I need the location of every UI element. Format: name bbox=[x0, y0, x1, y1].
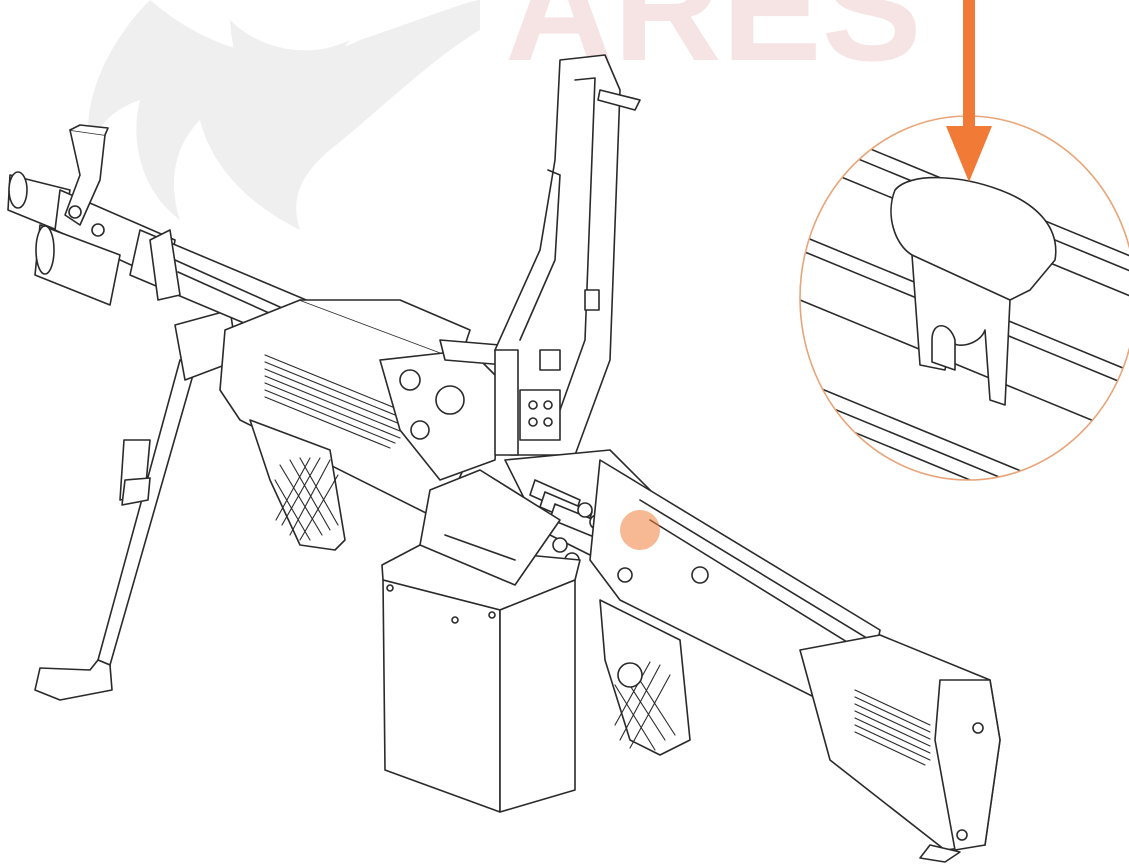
highlight-spot bbox=[620, 510, 660, 550]
stock bbox=[799, 634, 1001, 863]
detail-callout bbox=[799, 115, 1129, 481]
watermark: ARES bbox=[88, 0, 922, 230]
receiver bbox=[379, 339, 506, 481]
down-arrow-icon bbox=[946, 0, 992, 182]
watermark-emblem-inner bbox=[230, 20, 350, 110]
rear-grip bbox=[599, 599, 691, 756]
detail-content bbox=[800, 116, 1129, 480]
ammo-box bbox=[381, 469, 581, 813]
front-grip-texture bbox=[274, 457, 339, 541]
top-cover-open bbox=[494, 54, 641, 456]
bipod bbox=[34, 309, 239, 701]
front-grip bbox=[249, 419, 346, 551]
watermark-emblem bbox=[88, 0, 480, 230]
stock-vents bbox=[854, 689, 931, 766]
vent-slots bbox=[264, 354, 401, 449]
